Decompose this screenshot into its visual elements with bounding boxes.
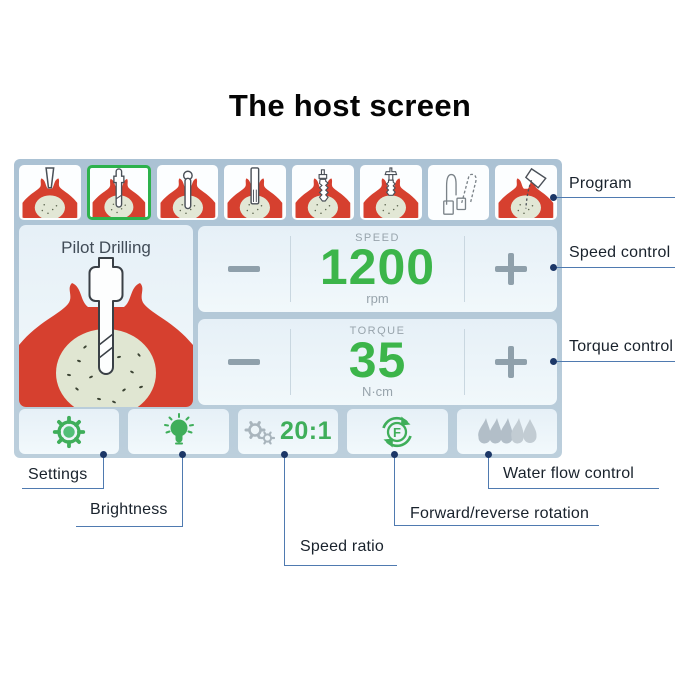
program-step-marking-drill[interactable] [19,165,81,220]
torque-control-annotation: Torque control [569,338,674,355]
water-flow-annotation: Water flow control [503,465,635,482]
speed-label: SPEED [355,232,400,244]
toolbar: 20:1 F [19,409,558,454]
twist-drill-icon [226,167,284,218]
forward-reverse-icon: F [382,416,413,447]
settings-callout-line [22,455,104,489]
program-step-prosthetic-outline[interactable] [427,165,490,220]
program-step-implant-driver[interactable] [359,165,422,220]
page-title: The host screen [228,88,472,123]
program-step-shaping-drill[interactable] [156,165,219,220]
pilot-drill-icon [90,168,148,217]
lightbulb-icon [163,412,194,444]
program-step-pilot-drill[interactable] [86,165,151,220]
settings-callout-dot [100,451,107,458]
torque-display: TORQUE 35 N·cm [290,325,465,399]
program-step-implant-placement[interactable] [292,165,354,220]
torque-control-callout-line [553,361,675,362]
water-flow-callout-line [488,455,659,489]
prosthetic-outline-icon [430,167,488,218]
speed-display: SPEED 1200 rpm [290,232,465,306]
brightness-callout-dot [179,451,186,458]
speed-control-callout-line [553,267,675,268]
settings-annotation: Settings [28,466,88,483]
speed-unit: rpm [366,291,389,306]
speed-ratio-callout-line [284,455,397,566]
program-annotation: Program [569,175,632,192]
speed-callout-dot [550,264,557,271]
device-screen: Pilot Drilling [14,159,562,458]
program-step-contra-angle-handpiece[interactable] [495,165,557,220]
water-flow-button[interactable] [456,409,558,454]
speed-ratio-callout-dot [281,451,288,458]
shaping-drill-icon [159,167,217,218]
program-callout-dot [550,194,557,201]
speed-decrease-button[interactable] [198,226,290,312]
current-program-panel: Pilot Drilling [19,225,193,407]
program-row [19,165,557,220]
speed-control-annotation: Speed control [569,244,671,261]
rotation-callout-line [394,455,599,526]
speed-ratio-annotation: Speed ratio [300,538,385,555]
water-callout-dot [485,451,492,458]
contra-angle-handpiece-icon [497,167,555,218]
torque-panel: TORQUE 35 N·cm [198,319,557,405]
minus-icon [228,266,260,272]
rotation-letter: F [393,425,401,440]
program-callout-line [553,197,675,198]
settings-button[interactable] [19,409,120,454]
implant-driver-icon [362,167,420,218]
marking-drill-icon [21,167,79,218]
minus-icon [228,359,260,365]
torque-value: 35 [348,332,407,388]
torque-callout-dot [550,358,557,365]
pilot-drilling-illustration [19,257,193,407]
speed-panel: SPEED 1200 rpm [198,226,557,312]
brightness-button[interactable] [128,409,229,454]
plus-icon [495,253,527,285]
water-drops-icon [478,417,537,444]
speed-value: 1200 [319,239,436,295]
torque-decrease-button[interactable] [198,319,290,405]
speed-increase-button[interactable] [465,226,557,312]
rotation-callout-dot [391,451,398,458]
forward-reverse-annotation: Forward/reverse rotation [410,505,590,522]
gears-ratio-icon [244,421,275,445]
program-step-twist-drill[interactable] [224,165,286,220]
torque-label: TORQUE [349,325,406,337]
plus-icon [495,346,527,378]
speed-ratio-button[interactable]: 20:1 [237,409,339,454]
program-name-label: Pilot Drilling [61,238,151,257]
speed-ratio-value: 20:1 [279,417,333,445]
rotation-button[interactable]: F [347,409,448,454]
brightness-callout-line [76,455,183,527]
brightness-annotation: Brightness [90,501,168,518]
torque-increase-button[interactable] [465,319,557,405]
implant-placement-icon [294,167,352,218]
gear-icon [53,415,86,448]
torque-unit: N·cm [361,384,394,399]
